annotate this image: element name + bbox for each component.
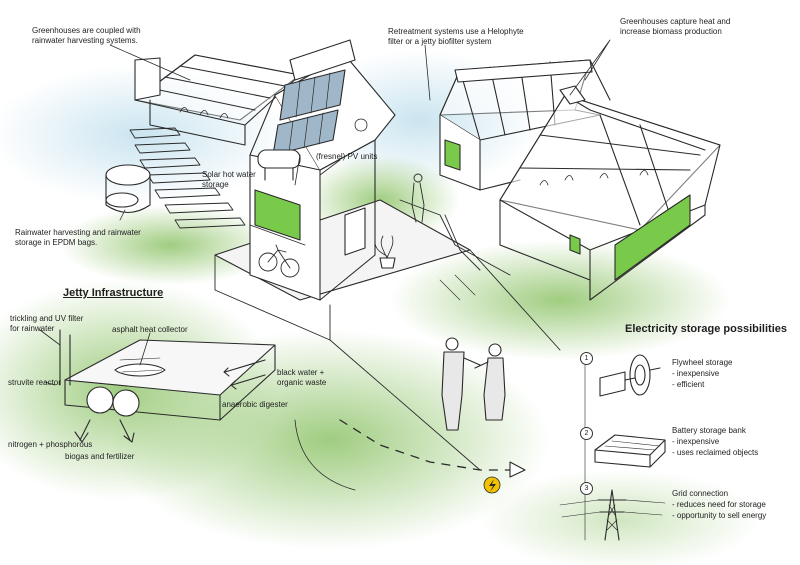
bicycle (258, 244, 300, 278)
option-detail: - inexpensive (672, 369, 720, 378)
potted-plant (374, 235, 396, 269)
option-number: 1 (580, 352, 593, 365)
option-name: Battery storage bank (672, 426, 746, 435)
option-detail: - uses reclaimed objects (672, 448, 759, 457)
label-black-water: black water + organic waste (277, 368, 327, 387)
electricity-title: Electricity storage possibilities (625, 323, 788, 335)
left-greenhouse (134, 54, 301, 146)
dashed-path (294, 419, 526, 491)
lightning-bolt-icon (483, 476, 501, 494)
people-figures (441, 337, 506, 431)
pylon-sketch (559, 489, 666, 541)
jetty-leader-lines (39, 329, 151, 386)
rainwater-bags (105, 164, 151, 214)
flywheel-sketch (599, 354, 661, 397)
option-number: 3 (580, 482, 593, 495)
label-greenhouses-heat: Greenhouses capture heat and increase bi… (620, 17, 731, 36)
option-detail: - opportunity to sell energy (672, 511, 767, 520)
label-asphalt-collector: asphalt heat collector (112, 325, 188, 334)
option-name: Flywheel storage (672, 358, 733, 367)
label-nitrogen-phosphorous: nitrogen + phosphorous (8, 440, 93, 449)
label-retreatment: Retreatment systems use a Helophyte filt… (388, 27, 524, 46)
right-greenhouse (499, 85, 721, 301)
label-biogas-fertilizer: biogas and fertilizer (65, 452, 135, 461)
main-house (214, 39, 471, 301)
label-greenhouses-rainwater: Greenhouses are coupled with rainwater h… (32, 26, 141, 45)
jetty-infrastructure (59, 329, 276, 443)
label-rainwater-storage: Rainwater harvesting and rainwater stora… (15, 228, 141, 247)
option-detail: - efficient (672, 380, 705, 389)
label-solar-hot-water: Solar hot water storage (202, 170, 256, 189)
option-detail: - inexpensive (672, 437, 720, 446)
option-detail: - reduces need for storage (672, 500, 766, 509)
label-trickling-filter: trickling and UV filter for rainwater (10, 314, 84, 333)
option-number: 2 (580, 427, 593, 440)
leader-lines (109, 39, 611, 221)
battery-sketch (594, 434, 666, 468)
option-name: Grid connection (672, 489, 729, 498)
walking-person (411, 173, 425, 223)
label-struvite-reactor: struvite reactor (8, 378, 61, 387)
jetty-title: Jetty Infrastructure (63, 287, 164, 299)
walkway (214, 199, 561, 471)
label-anaerobic-digester: anaerobic digester (222, 400, 288, 409)
label-pv-units: (fresnel) PV units (316, 152, 378, 161)
stairs (129, 127, 246, 229)
